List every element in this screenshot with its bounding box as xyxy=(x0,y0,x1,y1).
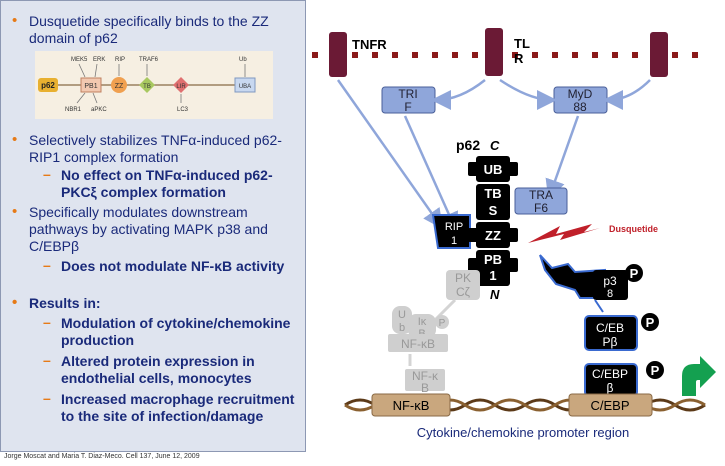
zz-domain-label: ZZ xyxy=(485,228,501,243)
sub-protein: – Altered protein expression in endothel… xyxy=(43,352,255,386)
svg-text:UBA: UBA xyxy=(239,84,251,90)
traf6-label-2: F6 xyxy=(534,201,548,215)
trif-label-1: TRI xyxy=(398,87,417,101)
cebp-lower-phospho xyxy=(646,361,664,379)
sub-nfkb: – Does not modulate NF-κB activity xyxy=(43,257,285,274)
trif-label-2: F xyxy=(404,100,411,114)
svg-text:B: B xyxy=(421,381,429,395)
svg-text:TB: TB xyxy=(143,84,151,90)
svg-text:NF-κB: NF-κB xyxy=(401,337,435,351)
tnfr-to-rip1-arrow xyxy=(336,79,443,230)
svg-text:MEK5: MEK5 xyxy=(71,57,88,63)
cebp-upper-label-1: C/EB xyxy=(596,321,624,335)
p38-phospho xyxy=(625,264,643,282)
ub-ghost xyxy=(392,306,412,334)
svg-text:P: P xyxy=(630,266,639,281)
svg-text:NF-κ: NF-κ xyxy=(412,369,439,383)
cebp-upper xyxy=(584,315,638,351)
svg-text:Ub: Ub xyxy=(239,57,247,63)
myd88-label-1: MyD xyxy=(568,87,593,101)
bullet-stabilizes: • Selectively stabilizes TNFα-induced p6… xyxy=(12,131,282,165)
p62-domain-stack xyxy=(468,156,518,286)
svg-text:b: b xyxy=(399,322,405,334)
svg-text:ZZ: ZZ xyxy=(115,83,124,90)
bullet-modulates: • Specifically modulates downstream path… xyxy=(12,203,268,254)
cebp-lower-label-2: β xyxy=(607,381,614,395)
svg-text:P: P xyxy=(439,318,446,329)
svg-text:PB1: PB1 xyxy=(84,83,97,90)
rip1-label-2: 1 xyxy=(451,235,457,247)
tbs-domain-label-2: S xyxy=(489,203,498,218)
tlr-to-trif-arrow xyxy=(431,79,486,110)
c-terminus-label: C xyxy=(490,138,500,153)
svg-text:Iκ: Iκ xyxy=(418,316,427,328)
cebp-upper-phospho xyxy=(641,313,659,331)
p38-body xyxy=(593,270,628,300)
bullet-binding: • Dusquetide specifically binds to the Z… xyxy=(12,12,269,46)
p-ghost xyxy=(435,315,449,329)
tlr-label-1: TL xyxy=(514,36,530,51)
svg-text:LC3: LC3 xyxy=(177,107,189,113)
tlr-label-2: R xyxy=(514,51,524,66)
svg-text:aPKC: aPKC xyxy=(91,107,107,113)
svg-text:TRAF6: TRAF6 xyxy=(139,57,159,63)
svg-text:U: U xyxy=(398,309,406,321)
p62-domain-figure: p62 PB1 ZZ TB LIR UBA MEK5 ERK RIP TRAF6… xyxy=(35,51,273,119)
n-terminus-label: N xyxy=(490,287,500,302)
tbs-domain-label-1: TB xyxy=(484,186,501,201)
svg-text:NBR1: NBR1 xyxy=(65,107,82,113)
dusquetide-label: Dusquetide xyxy=(609,224,658,234)
nfkb-dna-label: NF-κB xyxy=(393,398,430,413)
myd88-to-traf6-arrow xyxy=(545,115,580,200)
svg-text:8: 8 xyxy=(607,288,613,300)
sub-no-effect: – No effect on TNFα-induced p62-PKCξ com… xyxy=(43,166,273,200)
nfkb-ghost xyxy=(388,334,448,352)
receptor-to-myd88-arrow xyxy=(603,79,651,110)
cebp-lower-label-1: C/EBP xyxy=(592,367,628,381)
receptor-right xyxy=(650,32,668,77)
svg-text:LIR: LIR xyxy=(176,84,186,90)
svg-text:ERK: ERK xyxy=(93,57,105,63)
tnfr-label: TNFR xyxy=(352,37,387,52)
ikb-ghost xyxy=(408,314,436,338)
p62-label: p62 xyxy=(41,81,55,90)
nfkb-ghost-2 xyxy=(405,369,445,391)
nfkb-dna-box xyxy=(371,393,451,417)
promoter-caption: Cytokine/chemokine promoter region xyxy=(417,425,629,440)
tlr-to-myd88-arrow xyxy=(499,78,557,110)
sub-macrophage: – Increased macrophage recruitment to th… xyxy=(43,390,295,424)
text-panel: • Dusquetide specifically binds to the Z… xyxy=(0,0,306,452)
myd88-label-2: 88 xyxy=(573,100,587,114)
bullet-marker: • xyxy=(12,12,18,29)
pkcz-ghost xyxy=(446,270,480,300)
svg-text:p3: p3 xyxy=(603,274,617,288)
tnfr-receptor xyxy=(329,32,347,77)
svg-text:RIP: RIP xyxy=(115,57,125,63)
svg-text:P: P xyxy=(646,315,655,330)
tlr-receptor xyxy=(485,28,503,76)
p62-title: p62 xyxy=(456,137,480,153)
p38-to-cebp-link xyxy=(594,299,604,313)
trif-to-rip1-arrow xyxy=(403,115,459,233)
ub-domain-label: UB xyxy=(484,162,503,177)
rip1-label-1: RIP xyxy=(445,221,463,233)
rip1-protein xyxy=(431,214,471,249)
cebp-upper-label-2: Pβ xyxy=(603,335,618,349)
sub-cytokine: – Modulation of cytokine/chemokine produ… xyxy=(43,314,291,348)
cebp-dna-box xyxy=(568,393,653,417)
cebp-dna-label: C/EBP xyxy=(590,398,629,413)
dusquetide-bolt xyxy=(528,224,600,243)
p62-label-box xyxy=(38,78,58,92)
traf6-label-1: TRA xyxy=(529,188,553,202)
transcription-arrow xyxy=(682,356,716,396)
pb1-domain-label-1: PB xyxy=(484,252,502,267)
pb1-domain-label-2: 1 xyxy=(489,268,496,283)
svg-text:P: P xyxy=(651,363,660,378)
traf6-adaptor xyxy=(514,187,568,215)
bullet-results: • Results in: xyxy=(12,294,101,311)
citation: Jorge Moscat and Maria T. Diaz-Meco. Cel… xyxy=(4,453,200,460)
pkcz-label-2: Cζ xyxy=(456,285,471,299)
pkcz-label-1: PK xyxy=(455,271,471,285)
